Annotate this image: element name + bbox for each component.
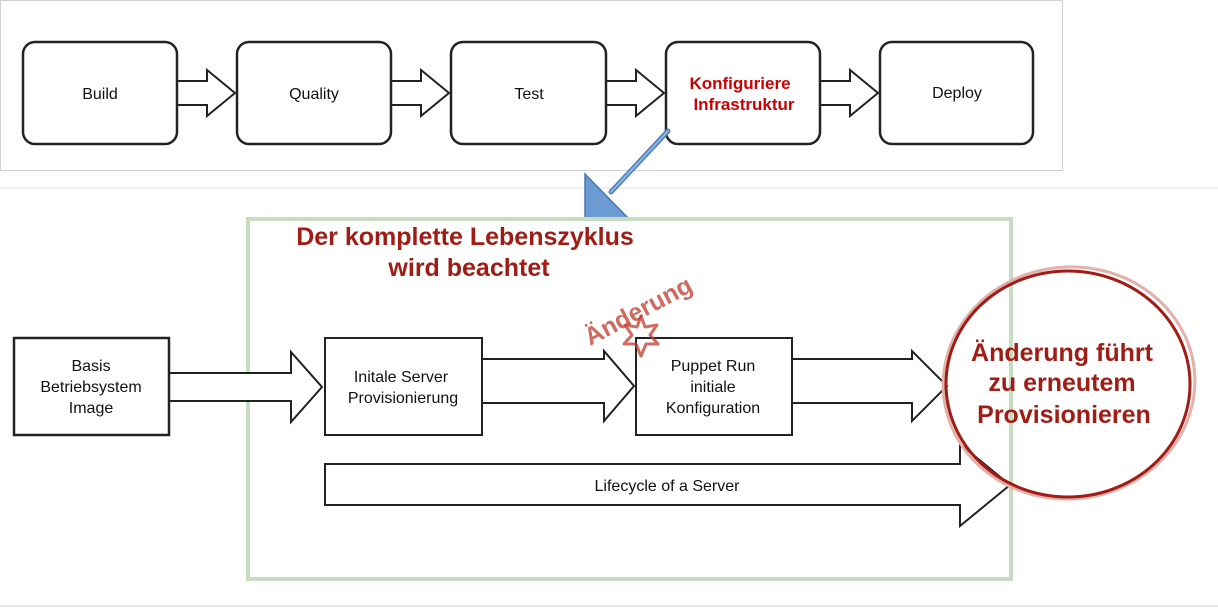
pipeline: Build Quality Test Konfiguriere Infrastr… bbox=[21, 40, 1035, 146]
stage-test: Test bbox=[449, 40, 608, 146]
stage-build: Build bbox=[21, 40, 179, 146]
stage-test-label: Test bbox=[514, 86, 544, 103]
lifecycle-headline-line2: wird beachtet bbox=[387, 254, 550, 282]
zoom-pointer-arrow bbox=[584, 128, 671, 220]
pipeline-arrow-2 bbox=[390, 67, 451, 119]
stage-konfiguriere-label-line2: Infrastruktur bbox=[693, 95, 794, 114]
lifecycle-headline-line1: Der komplette Lebenszyklus bbox=[296, 223, 634, 251]
stage-deploy: Deploy bbox=[878, 40, 1035, 146]
flow-arrow-base-to-provisioning bbox=[168, 349, 324, 425]
base-image-line3: Image bbox=[69, 400, 114, 417]
circle-text-line2: zu erneutem bbox=[988, 369, 1135, 397]
stage-konfiguriere-infrastruktur: Konfiguriere Infrastruktur bbox=[664, 40, 822, 146]
stage-konfiguriere-label-line1: Konfiguriere bbox=[689, 74, 790, 93]
reprovision-circle: Änderung führt zu erneutem Provisioniere… bbox=[941, 265, 1197, 501]
puppet-line1: Puppet Run bbox=[671, 358, 756, 375]
circle-text-line1: Änderung führt bbox=[971, 339, 1154, 367]
pipeline-panel bbox=[0, 0, 1063, 171]
stage-build-label: Build bbox=[82, 86, 118, 103]
provisioning-box: Initale Server Provisionierung bbox=[324, 337, 483, 436]
circle-text-line3: Provisionieren bbox=[977, 401, 1151, 429]
flow-arrow-provisioning-to-puppet bbox=[481, 348, 636, 424]
change-star-icon bbox=[622, 314, 660, 358]
stage-deploy-label: Deploy bbox=[932, 85, 982, 102]
base-image-box: Basis Betriebsystem Image bbox=[12, 336, 171, 437]
provisioning-line2: Provisionierung bbox=[348, 390, 458, 407]
stage-quality: Quality bbox=[235, 40, 393, 146]
base-image-line2: Betriebsystem bbox=[40, 379, 141, 396]
base-image-line1: Basis bbox=[71, 358, 110, 375]
flow-arrow-puppet-to-reprovision bbox=[791, 348, 949, 424]
lifecycle-arrow-label: Lifecycle of a Server bbox=[595, 478, 741, 495]
lifecycle-arrow bbox=[324, 441, 1012, 529]
puppet-line3: Konfiguration bbox=[666, 400, 760, 417]
puppet-run-box: Puppet Run initiale Konfiguration bbox=[635, 337, 793, 436]
provisioning-line1: Initale Server bbox=[354, 369, 449, 386]
pipeline-arrow-1 bbox=[176, 67, 237, 119]
puppet-line2: initiale bbox=[690, 379, 735, 396]
stage-quality-label: Quality bbox=[289, 86, 339, 103]
pipeline-arrow-4 bbox=[819, 67, 880, 119]
pipeline-arrow-3 bbox=[605, 67, 666, 119]
